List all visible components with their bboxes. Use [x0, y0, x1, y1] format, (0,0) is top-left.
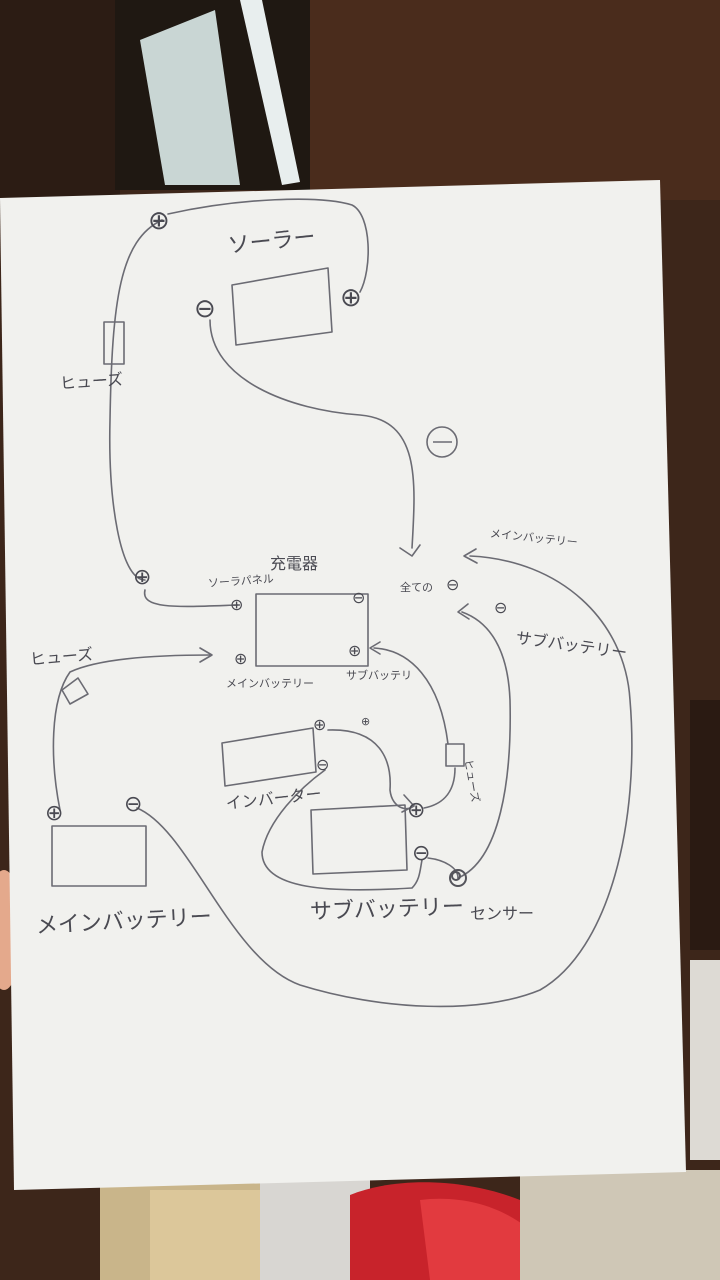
- charger-sub-plus-terminal: ⊕: [348, 641, 362, 660]
- all-negative-label: 全ての: [400, 581, 433, 594]
- fuse-top-left-box: [103, 321, 125, 365]
- wire-main-battery-minus: [136, 555, 633, 1008]
- solar-panel-box: [231, 267, 333, 346]
- sub-battery-plus-terminal: ⊕: [407, 798, 426, 823]
- charger-solar-minus-terminal: ⊖: [352, 588, 366, 607]
- main-battery-plus-terminal: ⊕: [45, 801, 64, 826]
- arrow-inverter-plus: [401, 794, 415, 813]
- window: [115, 0, 310, 190]
- solar-plus-terminal: ⊕: [340, 283, 362, 313]
- charger-sub-battery-label: サブバッテリ: [346, 669, 412, 682]
- wire-fuse-to-sub-plus: [423, 767, 456, 809]
- wire-sub-minus-to-sensor: [427, 857, 459, 879]
- all-negative-terminal: ⊖: [446, 575, 460, 594]
- fuse-plus-terminal: ⊕: [133, 565, 152, 590]
- wire-inverter-minus: [261, 769, 423, 891]
- sub-battery-box: [310, 804, 408, 875]
- sub-battery-minus-mark: ⊖: [494, 598, 508, 617]
- wire-solar-plus-to-fuse: [108, 219, 163, 581]
- inverter-plus-terminal: ⊕: [313, 715, 327, 734]
- wire-fuse-to-charger: [143, 589, 239, 608]
- charger-main-battery-label: メインバッテリー: [226, 677, 314, 690]
- fuse-left-box: [61, 677, 89, 705]
- inverter-box: [221, 727, 317, 787]
- fuse-top-left-label: ヒューズ: [59, 369, 124, 393]
- arrow-all-negative: [457, 603, 470, 620]
- charger-main-plus-terminal: ⊕: [234, 649, 248, 668]
- solar-plus-terminal-top: ⊕: [148, 206, 170, 236]
- solar-minus-terminal: ⊖: [194, 294, 216, 324]
- arrow-main-battery-plus: [199, 647, 213, 663]
- charger-label: 充電器: [270, 554, 319, 573]
- sub-battery-label: サブバッテリー: [309, 894, 465, 925]
- charger-solar-plus-terminal: ⊕: [230, 595, 244, 614]
- paper-sheet: [0, 180, 686, 1190]
- sensor-label: センサー: [470, 904, 535, 923]
- arrow-charger-sub: [369, 641, 381, 655]
- main-battery-box: [51, 825, 147, 887]
- main-battery-minus-terminal: ⊖: [124, 792, 143, 817]
- sub-battery-minus-terminal: ⊖: [412, 841, 431, 866]
- solar-minus-mark: [426, 426, 458, 458]
- inverter-plus-mark: ⊕: [361, 715, 371, 728]
- charger-box: [255, 593, 369, 667]
- fuse-right-box: [445, 743, 465, 767]
- wire-inverter-plus: [327, 729, 415, 810]
- wire-sensor-to-all-negative: [457, 611, 512, 879]
- wire-charger-sub-to-fuse: [373, 647, 449, 745]
- wire-main-battery-plus: [52, 654, 211, 811]
- arrow-solar-minus: [399, 544, 421, 557]
- sensor-knot: [449, 869, 467, 887]
- wire-solar-plus-top: [167, 198, 369, 293]
- floor-items: [100, 960, 720, 1280]
- inverter-minus-terminal: ⊖: [316, 755, 330, 774]
- arrow-main-battery-minus: [463, 548, 478, 564]
- wire-solar-minus: [209, 319, 415, 549]
